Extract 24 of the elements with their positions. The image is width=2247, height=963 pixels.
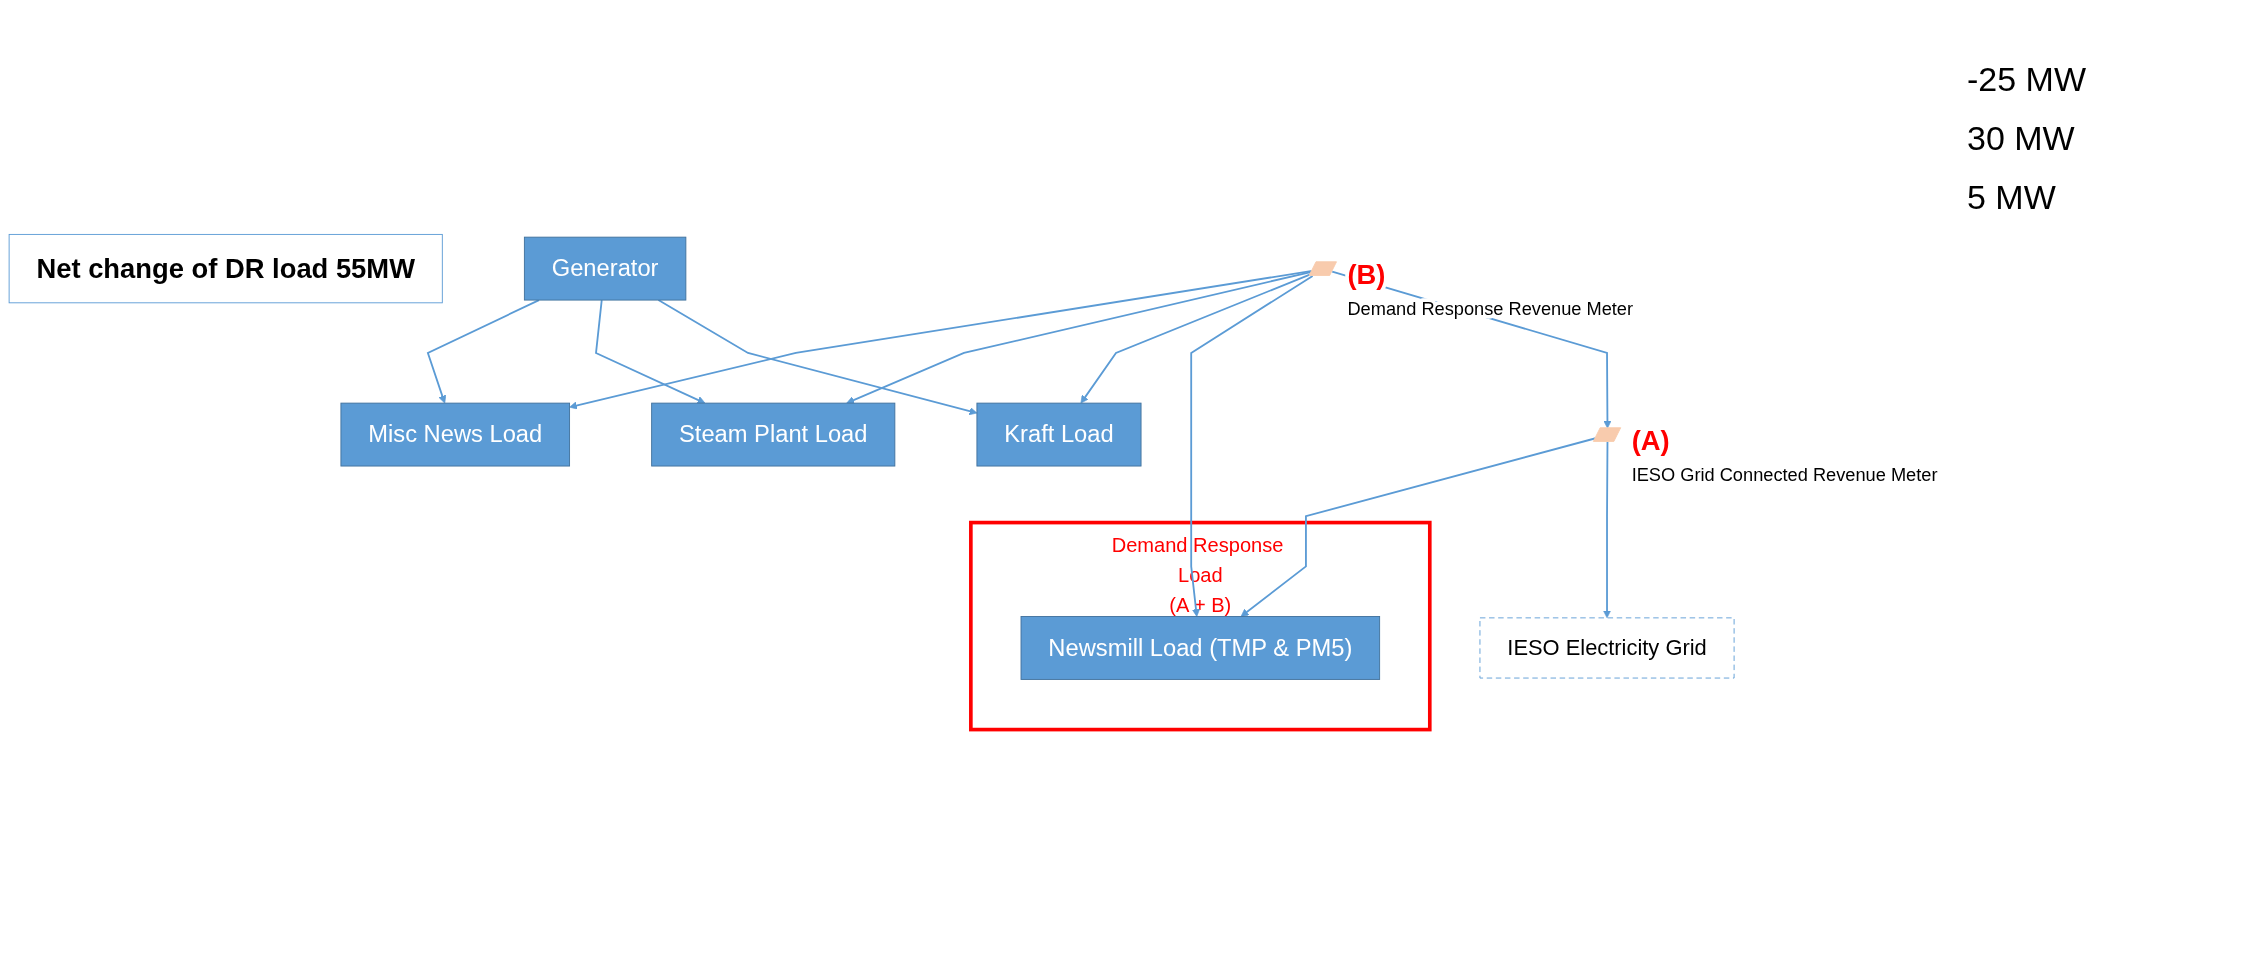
node-box: Generator — [523, 236, 687, 301]
node-box: Steam Plant Load — [651, 402, 896, 466]
node-parallelogram — [1308, 260, 1337, 276]
node-box: Net change of DR load 55MW — [8, 233, 443, 303]
flow-value-label: -25 MW — [1967, 60, 2087, 99]
meter-tag: (A) — [1631, 424, 1670, 456]
meter-caption: IESO Grid Connected Revenue Meter — [1631, 463, 1938, 485]
node-box: Kraft Load — [976, 402, 1142, 466]
meter-tag: (B) — [1347, 258, 1386, 290]
arrow — [426, 298, 540, 403]
flow-value-label: 30 MW — [1967, 119, 2076, 158]
node-box: Newsmill Load (TMP & PM5) — [1020, 615, 1381, 680]
arrow — [1190, 274, 1314, 617]
arrow — [657, 298, 978, 415]
flow-value-label: 5 MW — [1967, 178, 2057, 217]
arrow — [569, 269, 1314, 409]
arrow — [846, 270, 1313, 404]
node-box: IESO Electricity Grid — [1479, 616, 1735, 678]
arrow — [1080, 272, 1312, 403]
arrow — [595, 298, 706, 404]
node-parallelogram — [1592, 426, 1622, 442]
node-box: Misc News Load — [340, 402, 571, 466]
arrow — [1603, 440, 1612, 618]
arrow — [1240, 436, 1597, 617]
